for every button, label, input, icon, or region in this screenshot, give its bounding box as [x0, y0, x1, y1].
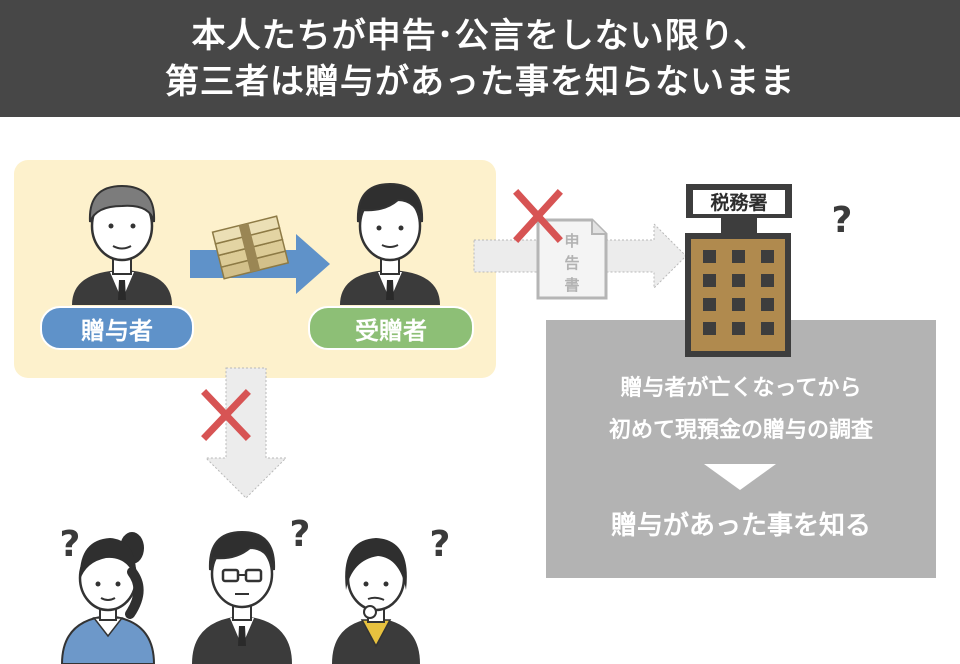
explanation-line-1: 贈与者が亡くなってから — [620, 376, 862, 401]
declaration-char-3: 書 — [564, 276, 579, 294]
investigation-box — [546, 320, 936, 578]
third-party-woman-short-hair-icon — [332, 538, 420, 664]
cross-mark-third-party-icon — [201, 389, 251, 441]
explanation-line-2: 初めて現預金の贈与の調査 — [608, 418, 873, 443]
tax-office-building-icon: 税務署 — [685, 184, 792, 357]
declaration-char-2: 告 — [564, 254, 579, 272]
giver-label: 贈与者 — [40, 306, 194, 350]
receiver-label: 受贈者 — [308, 306, 474, 350]
cross-mark-declaration-icon — [513, 189, 563, 243]
third-party-woman-icon — [60, 532, 156, 664]
money-stack-icon — [211, 215, 290, 280]
declaration-char-1: 申 — [564, 232, 579, 250]
title-line-1: 本人たちが申告･公言をしない限り、 — [191, 15, 769, 56]
question-mark-woman-icon: ? — [60, 524, 81, 565]
down-triangle-icon — [704, 464, 776, 490]
question-mark-man-icon: ? — [290, 514, 311, 555]
title-line-2: 第三者は贈与があった事を知らないまま — [165, 61, 795, 102]
giver-person-icon — [72, 184, 172, 305]
question-mark-woman-short-icon: ? — [430, 524, 451, 565]
header-banner: 本人たちが申告･公言をしない限り、 第三者は贈与があった事を知らないまま — [0, 0, 960, 117]
receiver-person-icon — [340, 182, 440, 305]
question-mark-tax-icon: ? — [832, 200, 853, 241]
explanation-result: 贈与があった事を知る — [610, 511, 871, 541]
third-party-man-icon — [192, 530, 292, 664]
tax-office-sign: 税務署 — [710, 191, 767, 214]
